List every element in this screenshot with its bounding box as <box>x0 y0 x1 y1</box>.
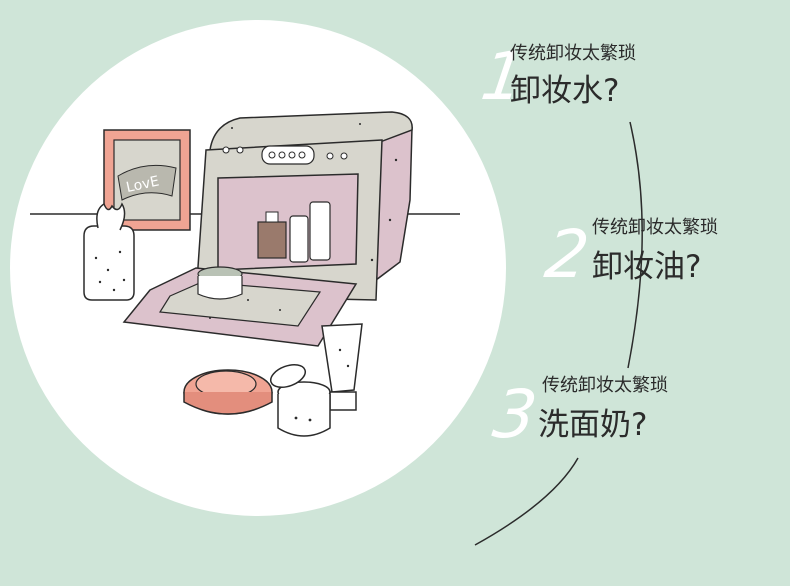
tissue-box-illustration <box>83 202 135 301</box>
compact-powder-illustration <box>183 369 273 415</box>
connector-curve <box>474 121 643 546</box>
cream-jar-illustration <box>269 364 331 437</box>
step-2-title: 卸妆油? <box>592 249 702 285</box>
step-1-title: 卸妆水? <box>510 73 620 109</box>
love-frame-illustration: LovE <box>103 129 191 231</box>
step-3-subtitle: 传统卸妆太繁琐 <box>542 375 668 396</box>
makeup-remover-machine-illustration <box>122 111 413 347</box>
love-text: LovE <box>125 173 161 196</box>
step-2-subtitle: 传统卸妆太繁琐 <box>592 217 718 238</box>
step-3-title: 洗面奶? <box>538 407 648 443</box>
tube-cream-illustration <box>321 323 363 411</box>
step-1-subtitle: 传统卸妆太繁琐 <box>510 43 636 64</box>
